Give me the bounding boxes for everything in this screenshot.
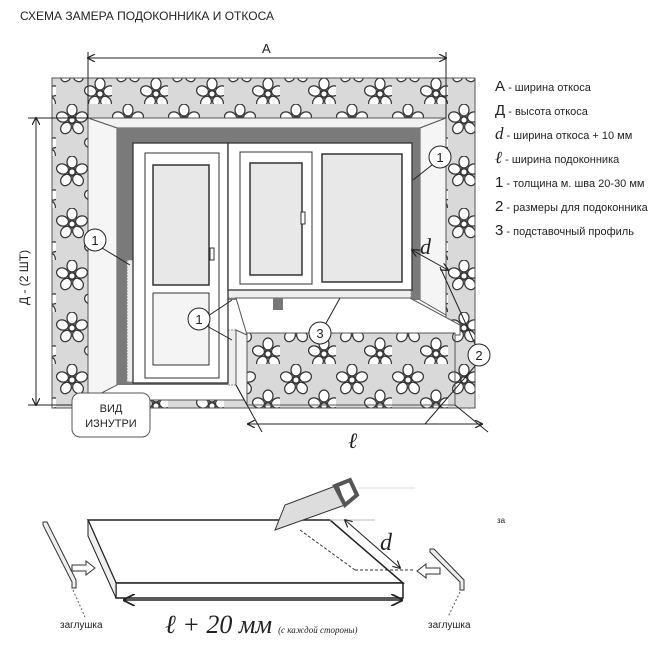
callout-1-right: 1 — [436, 150, 443, 165]
callout-1-left: 1 — [91, 233, 98, 248]
callouts: 1 1 1 3 2 — [83, 145, 491, 425]
callout-2: 2 — [475, 348, 482, 363]
dimension-d-label: Д - (2 ШТ) — [17, 250, 31, 305]
saw-icon — [274, 477, 415, 531]
legend-item-d-width: d - ширина откоса + 10 мм — [495, 124, 632, 143]
view-inside-label: ВИД ИЗНУТРИ — [71, 392, 151, 438]
legend-item-l: ℓ - ширина подоконника — [495, 148, 620, 167]
legend: А - ширина откоса Д - высота откоса d - … — [495, 78, 649, 239]
window-unit — [227, 142, 413, 291]
legend-item-d-height: Д - высота откоса — [495, 102, 589, 119]
legend-item-1: 1 - толщина м. шва 20-30 мм — [495, 174, 644, 191]
sill-board — [86, 519, 413, 599]
dimension-small-d-label: d — [420, 234, 432, 259]
diagram-title: СХЕМА ЗАМЕРА ПОДОКОННИКА И ОТКОСА — [20, 9, 274, 23]
arrow-left-icon — [416, 562, 441, 580]
saw-cut-d-label: d — [380, 530, 393, 556]
length-label: ℓ + 20 мм(с каждой стороны) — [165, 610, 358, 639]
dimension-a-label: А — [262, 41, 271, 56]
dimension-l-label: ℓ — [348, 428, 358, 453]
arrow-right-icon — [71, 559, 96, 577]
legend-item-a: А - ширина откоса — [495, 78, 592, 95]
stray-text: за — [497, 516, 506, 525]
legend-item-3: 3 - подставочный профиль — [495, 222, 634, 239]
right-cap-label: заглушка — [428, 620, 471, 631]
legend-item-2: 2 - размеры для подоконника — [495, 198, 649, 215]
lower-wall — [235, 297, 461, 406]
callout-3: 3 — [316, 326, 323, 341]
svg-text:ВИД: ВИД — [100, 403, 123, 415]
callout-1-door: 1 — [195, 312, 202, 327]
svg-text:ИЗНУТРИ: ИЗНУТРИ — [85, 418, 136, 430]
left-cap-label: заглушка — [60, 620, 103, 631]
balcony-door — [132, 142, 229, 384]
right-end-cap — [416, 548, 465, 618]
left-end-cap — [42, 521, 96, 618]
